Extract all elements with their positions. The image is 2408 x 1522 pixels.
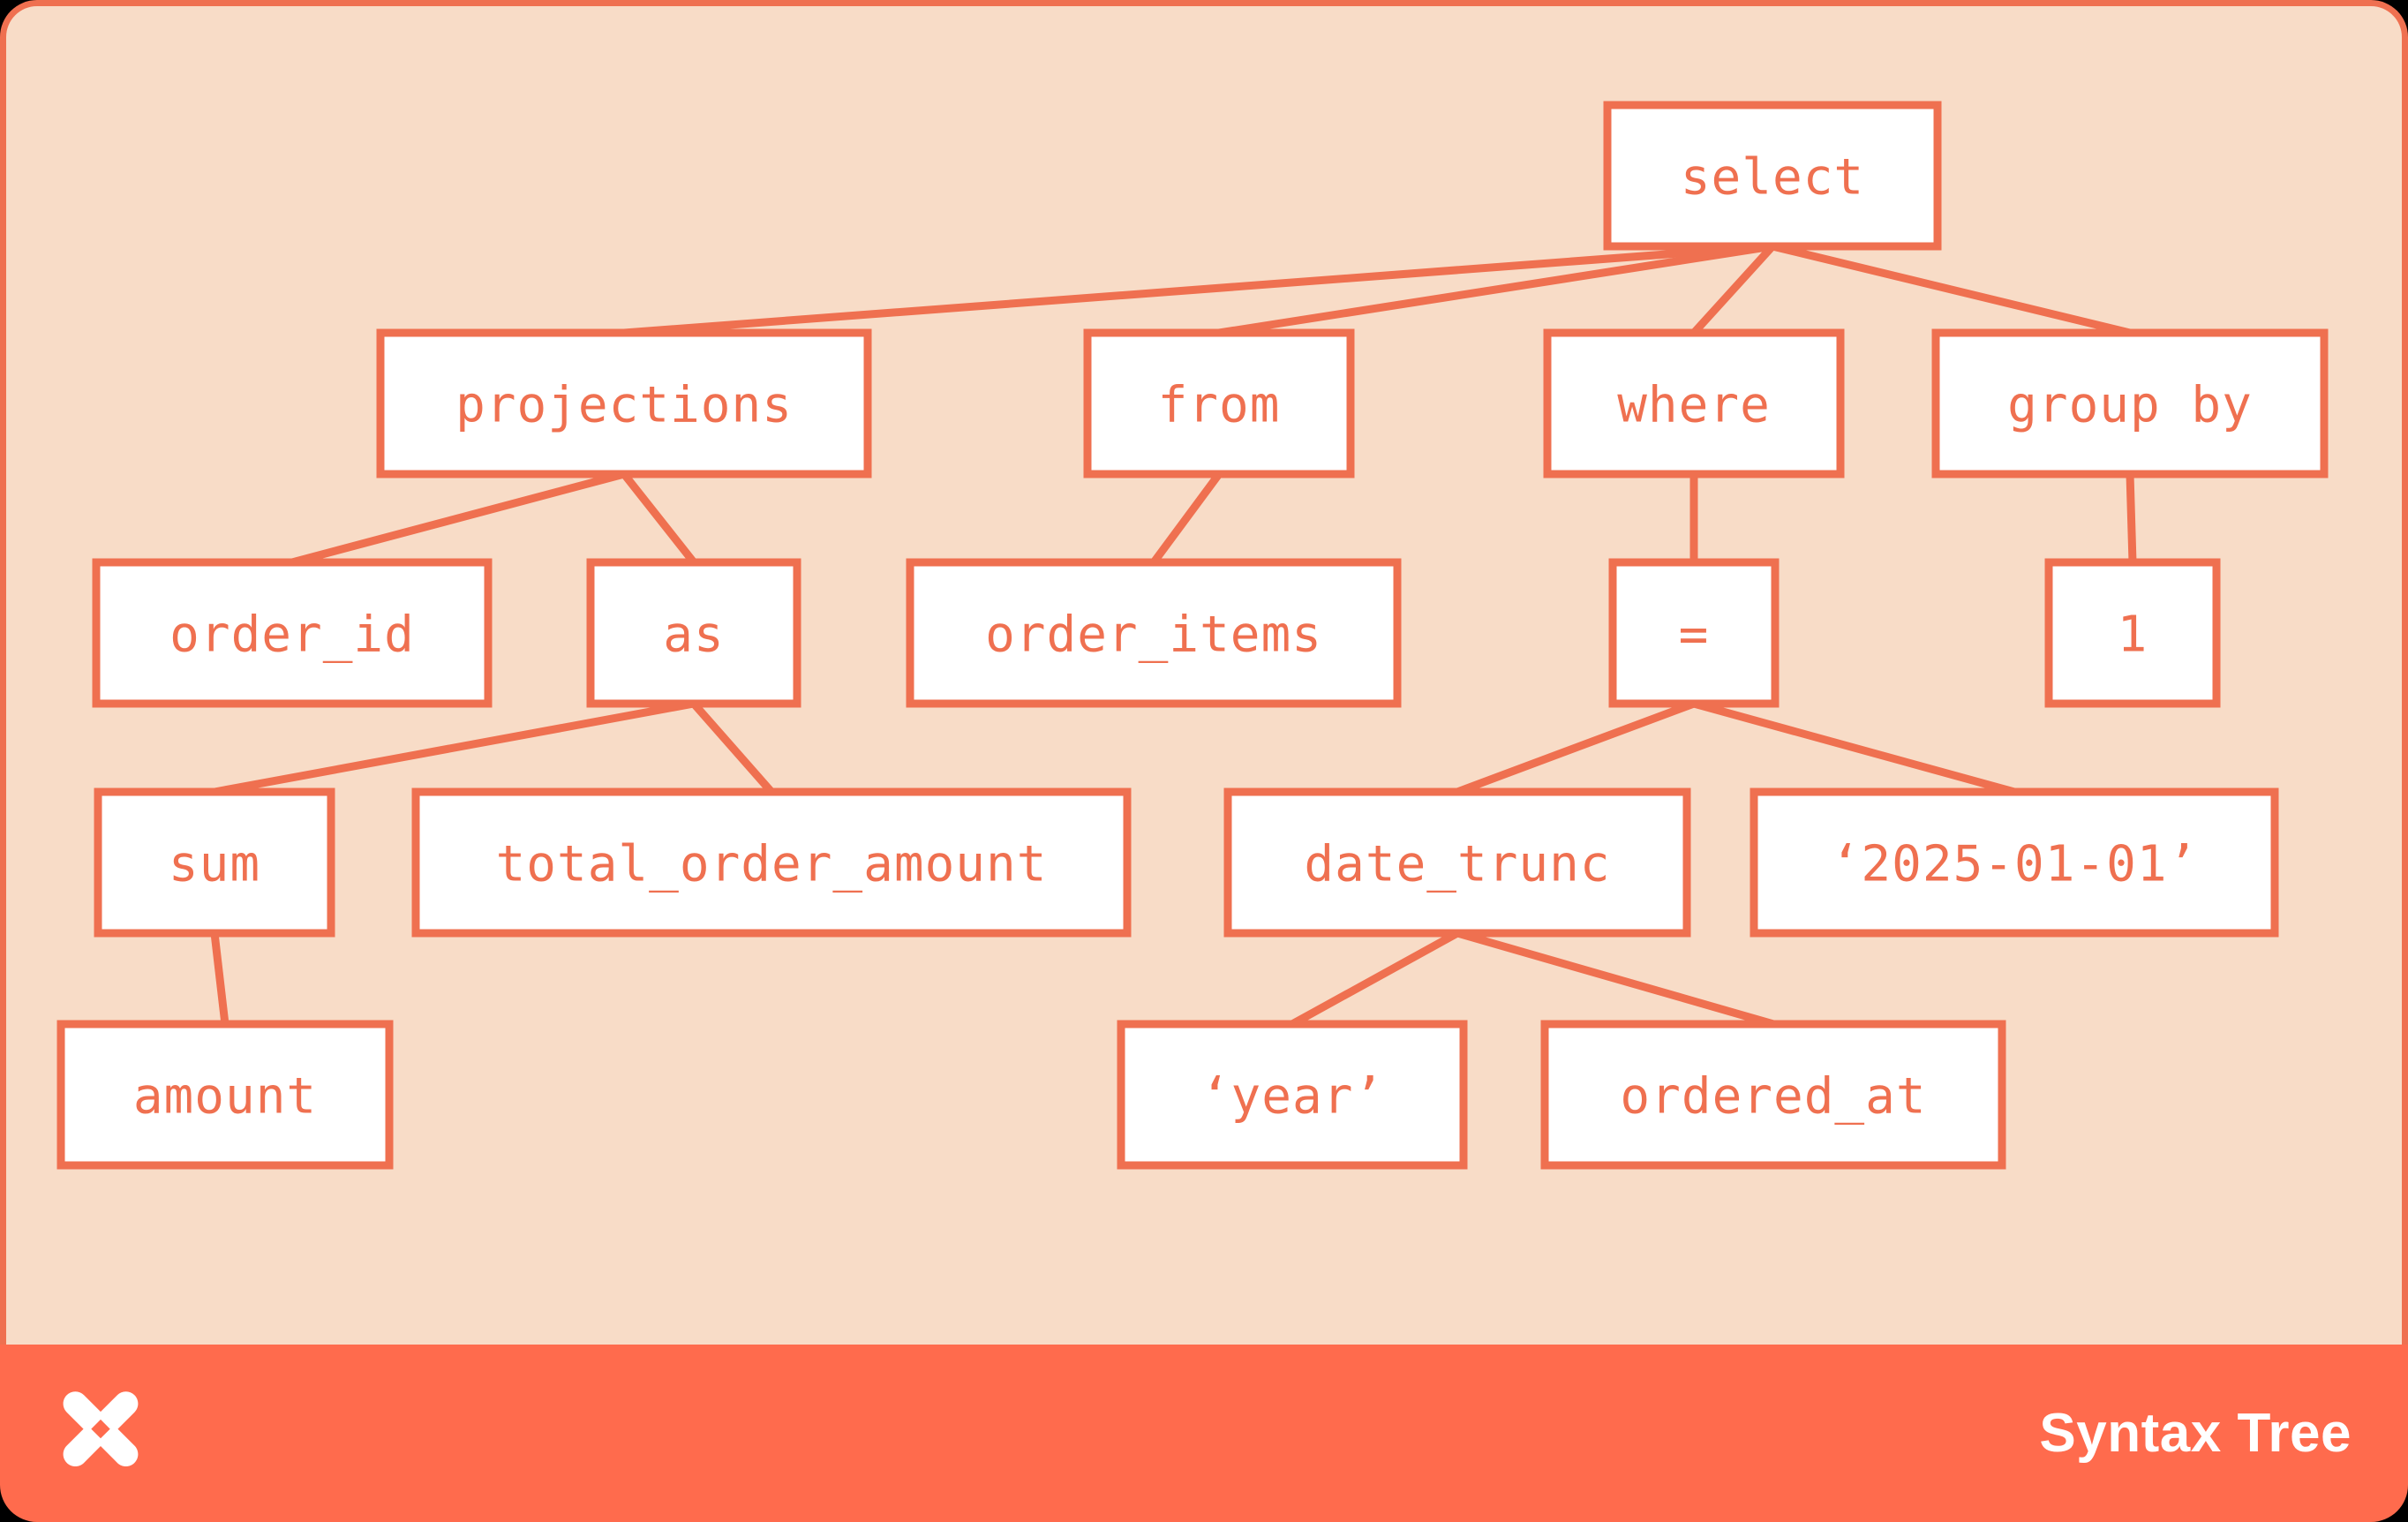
tree-edge (214, 699, 695, 796)
tree-node-box (1117, 1020, 1468, 1170)
tree-node-label: = (1679, 607, 1710, 664)
tree-node-label: ordered_at (1620, 1068, 1926, 1126)
tree-node-order_items[interactable]: order_items (906, 558, 1402, 708)
tree-node-where[interactable]: where (1543, 328, 1845, 478)
tree-edge (621, 471, 697, 565)
tree-node-box (56, 1020, 394, 1170)
tree-node-box (411, 787, 1132, 938)
tree-node-label: order_items (985, 607, 1322, 664)
footer-bar: Syntax Tree (0, 1345, 2408, 1522)
tree-edge (210, 932, 230, 1025)
tree-node-label: amount (133, 1068, 317, 1126)
tree-node-box (1608, 558, 1780, 708)
tree-node-box (1603, 101, 1942, 251)
tree-edges-group (210, 242, 2137, 1028)
tree-node-label: projections (455, 377, 793, 434)
tree-edge (690, 701, 775, 795)
tree-node-label: where (1617, 377, 1771, 434)
tree-node-label: select (1681, 149, 1864, 207)
tree-node-groupby[interactable]: group by (1931, 328, 2329, 478)
tree-node-box (586, 558, 801, 708)
diagram-canvas: select projections from where group by order_… (0, 0, 2408, 1377)
tree-node-eq[interactable]: = (1608, 558, 1780, 708)
tree-node-sum[interactable]: sum (94, 787, 335, 938)
tree-node-date_trunc[interactable]: date_trunc (1223, 787, 1691, 938)
tree-node-box (1083, 328, 1355, 478)
tree-node-select[interactable]: select (1603, 101, 1942, 251)
tree-edge (1218, 242, 1773, 337)
tree-node-label: date_trunc (1304, 836, 1610, 893)
tree-node-label: order_id (169, 607, 415, 664)
tree-node-as[interactable]: as (586, 558, 801, 708)
tree-node-label: ‘2025-01-01’ (1831, 836, 2199, 893)
tree-node-amount[interactable]: amount (56, 1020, 394, 1170)
tree-node-order_id[interactable]: order_id (92, 558, 493, 708)
tree-node-box (92, 558, 493, 708)
footer-title: Syntax Tree (2039, 1403, 2352, 1464)
xorq-star-logo-icon (63, 1390, 139, 1466)
tree-node-box (1543, 328, 1845, 478)
tree-edge (1150, 471, 1223, 565)
tree-node-label: ‘year’ (1200, 1068, 1384, 1126)
tree-edge (623, 242, 1773, 337)
tree-node-box (376, 328, 872, 478)
tree-node-label: 1 (2118, 607, 2148, 664)
tree-node-label: as (663, 607, 724, 664)
tree-node-label: from (1158, 377, 1281, 434)
tree-node-label: sum (169, 836, 260, 893)
tree-edge (1290, 930, 1460, 1028)
tree-node-box (94, 787, 335, 938)
tree-edge (1692, 699, 2016, 796)
tree-node-box (1931, 328, 2329, 478)
tree-edge (1456, 699, 1696, 796)
tree-nodes-group: select projections from where group by order_… (56, 101, 2329, 1170)
tree-node-date_lit[interactable]: ‘2025-01-01’ (1750, 787, 2279, 938)
tree-node-box (1540, 1020, 2006, 1170)
tree-node-box (2044, 558, 2221, 708)
tree-node-box (906, 558, 1402, 708)
tree-node-box (1750, 787, 2279, 938)
tree-node-projections[interactable]: projections (376, 328, 872, 478)
tree-node-ordered_at[interactable]: ordered_at (1540, 1020, 2006, 1170)
tree-edge (2126, 473, 2137, 563)
tree-edge (1690, 243, 1776, 336)
tree-node-year_lit[interactable]: ‘year’ (1117, 1020, 1468, 1170)
tree-node-label: group by (2007, 377, 2253, 434)
tree-node-box (1223, 787, 1691, 938)
tree-edge (1771, 242, 2132, 337)
tree-node-one[interactable]: 1 (2044, 558, 2221, 708)
tree-node-label: total_order_amount (496, 836, 1048, 893)
tree-node-total_amt[interactable]: total_order_amount (411, 787, 1132, 938)
tree-edge (290, 470, 626, 567)
tree-node-from[interactable]: from (1083, 328, 1355, 478)
syntax-tree-graphic: select projections from where group by order_… (56, 101, 2329, 1170)
tree-edge (1456, 929, 1775, 1028)
